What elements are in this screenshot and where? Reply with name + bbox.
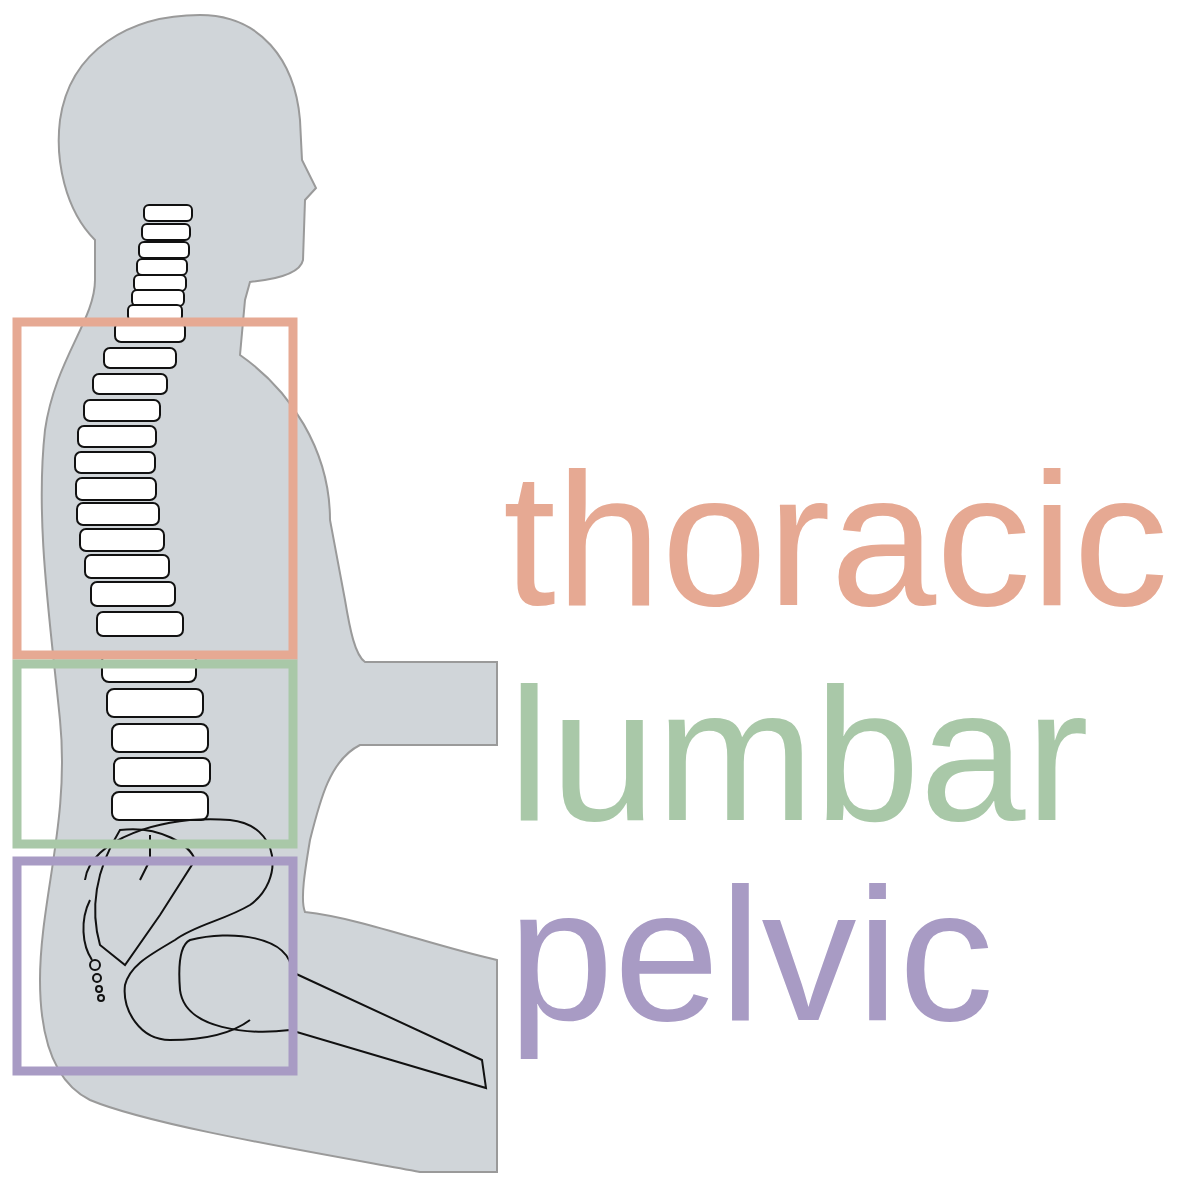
pelvic-box [17,861,293,1071]
region-boxes [17,322,293,1071]
lumbar-box [17,664,293,844]
thoracic-box [17,322,293,655]
body-silhouette [40,15,497,1172]
spine [75,205,210,820]
region-label: thoracic [503,444,1168,634]
region-label: lumbar [508,659,1089,849]
region-label: pelvic [508,859,994,1049]
